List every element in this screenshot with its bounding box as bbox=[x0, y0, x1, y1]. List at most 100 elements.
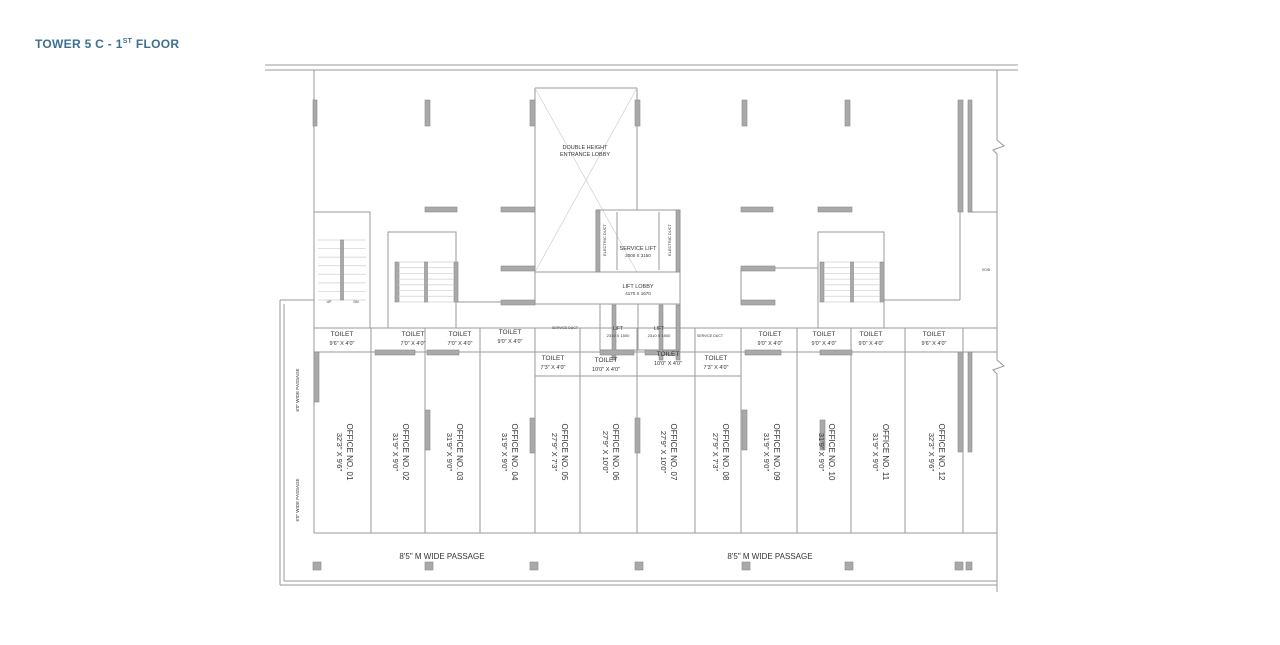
column bbox=[374, 349, 416, 356]
toilet-label: TOILET bbox=[449, 331, 472, 338]
column bbox=[424, 99, 431, 127]
lift-2-size: 2310 X 1500 bbox=[648, 333, 671, 338]
column bbox=[426, 349, 460, 356]
column bbox=[595, 209, 601, 273]
office-size: 31'9" X 9'0" bbox=[445, 433, 454, 472]
service-duct-right: SERVICE DUCT bbox=[697, 334, 724, 338]
column bbox=[967, 351, 973, 453]
column bbox=[500, 206, 536, 213]
structural-columns bbox=[312, 99, 973, 571]
column bbox=[741, 561, 751, 571]
toilet-label: TOILET bbox=[860, 331, 883, 338]
office-size: 31'9" X 9'0" bbox=[500, 433, 509, 472]
office-size: 31'9" X 9'0" bbox=[817, 433, 826, 472]
toilet-label: TOILET bbox=[542, 355, 565, 362]
office-label: OFFICE NO. 08 bbox=[721, 424, 730, 481]
column bbox=[740, 265, 776, 272]
column bbox=[312, 561, 322, 571]
office-size: 32'3" X 9'6" bbox=[335, 433, 344, 472]
toilet-size: 7'3" X 4'0" bbox=[541, 365, 566, 371]
lift-1-size: 2310 X 1500 bbox=[607, 333, 630, 338]
passage-label-right: 8'5" M WIDE PASSAGE bbox=[727, 552, 812, 561]
stair-handrail bbox=[340, 239, 344, 301]
column bbox=[312, 99, 318, 127]
toilet-size: 10'0" X 4'0" bbox=[592, 367, 620, 373]
lift-lobby-size: 4170 X 1670 bbox=[625, 291, 651, 296]
toilet-size: 9'0" X 4'0" bbox=[812, 341, 837, 347]
staircases bbox=[318, 239, 880, 303]
column bbox=[529, 417, 536, 454]
toilet-label: TOILET bbox=[813, 331, 836, 338]
column bbox=[634, 417, 641, 454]
lobby-label-2: ENTRANCE LOBBY bbox=[560, 152, 610, 158]
office-label: OFFICE NO. 12 bbox=[937, 424, 946, 481]
side-passage-label-2: 6'0" WIDE PASSAGE bbox=[295, 479, 300, 522]
office-label: OFFICE NO. 10 bbox=[827, 424, 836, 481]
title-text: TOWER 5 C - 1 bbox=[35, 37, 123, 51]
column bbox=[957, 351, 964, 453]
lift-lobby-label: LIFT LOBBY bbox=[622, 284, 653, 290]
column bbox=[819, 261, 825, 303]
column bbox=[744, 349, 782, 356]
office-label: OFFICE NO. 04 bbox=[510, 424, 519, 481]
service-lift-label: SERVICE LIFT bbox=[620, 246, 658, 252]
column bbox=[675, 304, 681, 361]
toilet-size: 9'0" X 4'0" bbox=[758, 341, 783, 347]
title-suffix: FLOOR bbox=[132, 37, 180, 51]
void-label: VOID bbox=[982, 268, 991, 272]
toilet-label: TOILET bbox=[402, 331, 425, 338]
title-superscript: ST bbox=[122, 38, 133, 45]
column bbox=[500, 265, 536, 272]
stair-handrail bbox=[850, 261, 854, 303]
side-passage-label-1: 6'0" WIDE PASSAGE bbox=[295, 369, 300, 412]
column bbox=[819, 419, 826, 451]
toilet-label: TOILET bbox=[759, 331, 782, 338]
column bbox=[844, 561, 854, 571]
column bbox=[500, 299, 536, 306]
column bbox=[844, 99, 851, 127]
column bbox=[424, 206, 458, 213]
toilet-size: 7'0" X 4'0" bbox=[448, 341, 473, 347]
toilet-size: 7'0" X 4'0" bbox=[401, 341, 426, 347]
column bbox=[394, 261, 400, 303]
column bbox=[965, 561, 973, 571]
column bbox=[424, 409, 431, 451]
toilet-label: TOILET bbox=[923, 331, 946, 338]
column bbox=[819, 349, 853, 356]
office-size: 27'9" X 10'0" bbox=[601, 431, 610, 474]
toilet-size: 9'0" X 4'0" bbox=[498, 339, 523, 345]
column bbox=[644, 349, 680, 356]
lift-2-label: LIFT bbox=[654, 326, 664, 332]
passage-label-left: 8'5" M WIDE PASSAGE bbox=[399, 552, 484, 561]
service-lift-size: 2000 X 3150 bbox=[625, 253, 651, 258]
column bbox=[529, 561, 539, 571]
electric-duct-left: ELECTRIC DUCT bbox=[602, 223, 607, 256]
stair-down: DN bbox=[353, 300, 359, 304]
column bbox=[658, 304, 664, 361]
column bbox=[675, 209, 681, 273]
office-size: 27'9" X 10'0" bbox=[659, 431, 668, 474]
page-title: TOWER 5 C - 1ST FLOOR bbox=[35, 37, 179, 51]
office-size: 27'9" X 7'3" bbox=[711, 433, 720, 472]
office-label: OFFICE NO. 03 bbox=[455, 424, 464, 481]
office-size: 27'9" X 7'3" bbox=[550, 433, 559, 472]
column bbox=[599, 349, 635, 356]
toilet-size: 9'0" X 4'0" bbox=[859, 341, 884, 347]
column bbox=[967, 99, 973, 213]
column bbox=[634, 561, 644, 571]
column bbox=[453, 261, 459, 303]
column bbox=[740, 206, 774, 213]
column bbox=[313, 351, 320, 403]
electric-duct-right: ELECTRIC DUCT bbox=[667, 223, 672, 256]
lobby-label-1: DOUBLE HEIGHT bbox=[563, 145, 609, 151]
office-label: OFFICE NO. 09 bbox=[772, 424, 781, 481]
office-size: 32'3" X 9'6" bbox=[927, 433, 936, 472]
column bbox=[634, 99, 641, 127]
office-size: 31'9" X 9'0" bbox=[871, 433, 880, 472]
toilet-size: 9'6" X 4'0" bbox=[922, 341, 947, 347]
column bbox=[424, 561, 434, 571]
office-label: OFFICE NO. 02 bbox=[401, 424, 410, 481]
toilet-size: 9'6" X 4'0" bbox=[330, 341, 355, 347]
column bbox=[957, 99, 964, 213]
office-label: OFFICE NO. 06 bbox=[611, 424, 620, 481]
